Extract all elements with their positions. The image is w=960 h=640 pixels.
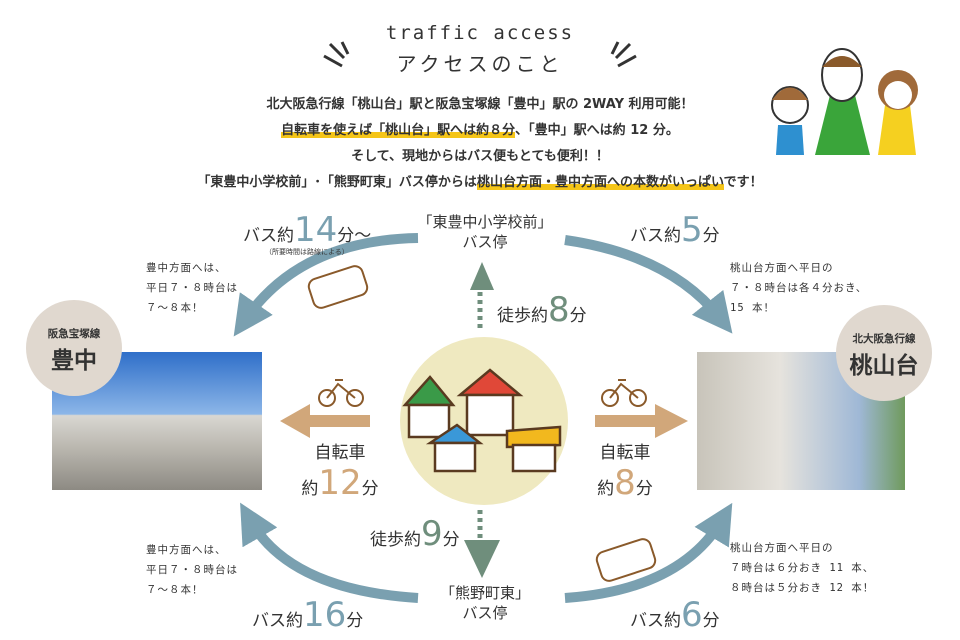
- stop-name: 「東豊中小学校前」: [417, 213, 553, 231]
- label: 自転車: [314, 443, 366, 463]
- intro-line: そして、現地からはバス便もとても便利！！: [351, 149, 609, 164]
- label: 分: [346, 611, 364, 631]
- note-sw: 豊中方面へは、平日７・８時台は ７〜８本！: [146, 540, 238, 600]
- note-line: 桃山台方面へ平日の: [730, 262, 834, 274]
- note-line: ８時台は５分おき 12 本！: [730, 582, 875, 594]
- label: 分: [702, 226, 720, 246]
- station-line: 阪急宝塚線: [47, 328, 101, 340]
- minutes: 12: [318, 463, 362, 503]
- station-line: 北大阪急行線: [852, 333, 916, 345]
- stop-sub: バス停: [462, 233, 508, 251]
- bike-right: 自転車約8分: [585, 438, 665, 503]
- minutes: 5: [681, 210, 703, 250]
- intro-line: 北大阪急行線「桃山台」駅と阪急宝塚線「豊中」駅の 2WAY 利用可能！: [266, 97, 694, 112]
- bike-icon: [318, 379, 647, 407]
- minutes: 14: [294, 210, 338, 250]
- houses-illustration-icon: [402, 368, 562, 473]
- bus-stop-north: 「東豊中小学校前」バス停: [400, 212, 570, 252]
- label: バス約: [630, 611, 681, 631]
- minutes: 8: [614, 463, 636, 503]
- label: 分〜: [337, 226, 372, 246]
- station-toyonaka: 阪急宝塚線豊中: [26, 300, 122, 396]
- bike-arrows: [280, 404, 688, 438]
- note-line: 平日７・８時台は: [146, 564, 238, 576]
- bus-arrow-se: [564, 502, 733, 603]
- label: 分: [635, 479, 653, 499]
- label: 徒歩約: [370, 530, 421, 550]
- minutes: 8: [548, 290, 570, 330]
- title-ja: アクセスのこと: [396, 52, 564, 76]
- note-ne: 桃山台方面へ平日の ７・８時台は各４分おき、 15 本！: [730, 258, 867, 318]
- walk-north: 徒歩約8分: [497, 290, 587, 330]
- label: 分: [702, 611, 720, 631]
- intro-line: 、「豊中」駅へは約 12 分。: [515, 123, 679, 138]
- intro-highlight: 桃山台方面・豊中方面への本数がいっぱい: [476, 175, 724, 190]
- note-line: ７〜８本！: [146, 302, 204, 314]
- bus-arrow-nw: [233, 233, 419, 337]
- label: 徒歩約: [497, 306, 548, 326]
- label: 自転車: [599, 443, 651, 463]
- station-name: 豊中: [51, 348, 97, 374]
- family-illustration-icon: [771, 48, 918, 155]
- note-line: ７〜８本！: [146, 584, 204, 596]
- label: 分: [361, 479, 379, 499]
- note-line: 平日７・８時台は: [146, 282, 238, 294]
- label: バス約: [243, 226, 294, 246]
- note-se: 桃山台方面へ平日の ７時台は６分おき 11 本、 ８時台は５分おき 12 本！: [730, 538, 874, 598]
- label: 分: [569, 306, 587, 326]
- minutes: 9: [421, 514, 443, 554]
- title-en: traffic access: [385, 22, 575, 44]
- minutes: 16: [303, 595, 347, 635]
- route-ne: バス約5分: [630, 210, 720, 250]
- bus-arrow-sw: [240, 502, 419, 603]
- note-line: 15 本！: [730, 302, 775, 314]
- route-sw: バス約16分: [252, 595, 363, 635]
- route-note: （所要時間は路線による）: [265, 248, 349, 256]
- note-line: ７時台は６分おき 11 本、: [730, 562, 875, 574]
- station-name: 桃山台: [849, 353, 919, 379]
- note-line: 豊中方面へは、: [146, 262, 227, 274]
- label: バス約: [252, 611, 303, 631]
- label: 約: [301, 479, 319, 499]
- stop-name: 「熊野町東」: [439, 584, 530, 602]
- minutes: 6: [681, 595, 703, 635]
- intro-text: 北大阪急行線「桃山台」駅と阪急宝塚線「豊中」駅の 2WAY 利用可能！ 自転車を…: [100, 92, 860, 196]
- route-nw: バス約14分〜: [243, 210, 371, 250]
- note-line: ７・８時台は各４分おき、: [730, 282, 868, 294]
- walk-arrows: [464, 262, 500, 578]
- intro-highlight: 自転車を使えば「桃山台」駅へは約８分: [281, 123, 516, 138]
- walk-south: 徒歩約9分: [370, 514, 460, 554]
- route-se: バス約6分: [630, 595, 720, 635]
- note-line: 桃山台方面へ平日の: [730, 542, 834, 554]
- bus-stop-south: 「熊野町東」バス停: [400, 583, 570, 623]
- label: 約: [597, 479, 615, 499]
- intro-line: 「東豊中小学校前」･「熊野町東」バス停からは: [197, 175, 477, 190]
- title-accent-icon: [323, 41, 637, 68]
- bike-left: 自転車約12分: [300, 438, 380, 503]
- bus-arrow-ne: [564, 235, 733, 334]
- intro-line: です！: [723, 175, 763, 190]
- label: 分: [442, 530, 460, 550]
- label: バス約: [630, 226, 681, 246]
- stop-sub: バス停: [462, 604, 508, 622]
- bus-icon: [307, 265, 657, 582]
- note-nw: 豊中方面へは、平日７・８時台は ７〜８本！: [146, 258, 238, 318]
- station-momoyamadai: 北大阪急行線桃山台: [836, 305, 932, 401]
- note-line: 豊中方面へは、: [146, 544, 227, 556]
